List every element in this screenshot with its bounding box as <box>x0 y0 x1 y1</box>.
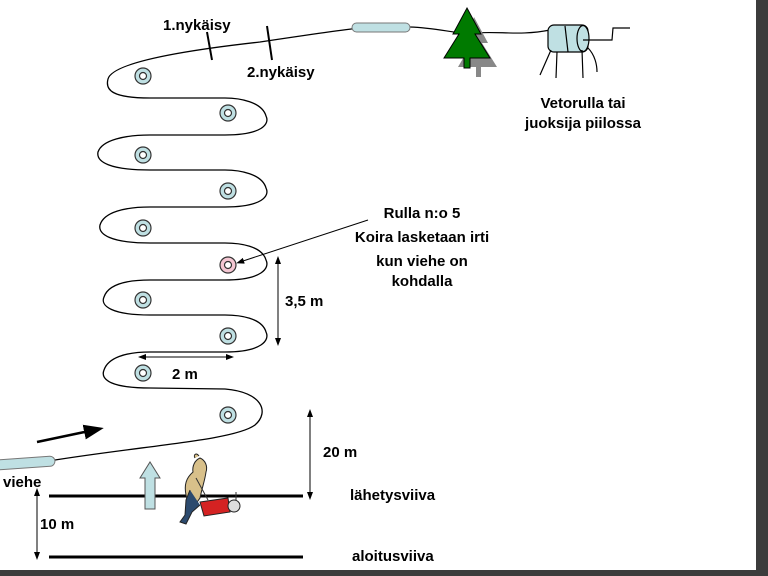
pulley-note-line3: kun viehe on <box>376 253 468 270</box>
dog-and-handler-icon <box>179 453 241 525</box>
start-distance-label: 10 m <box>40 516 75 533</box>
pulley-icon <box>134 219 152 237</box>
pulley-icon <box>134 67 152 85</box>
first-jerk-mark <box>206 31 213 61</box>
pulleys <box>134 67 237 424</box>
pulley-icon <box>134 291 152 309</box>
start-line-label: aloitusviiva <box>352 548 434 565</box>
reel-note-line1: Vetorulla tai <box>540 95 626 112</box>
pulley-note-line2: Koira lasketaan irti <box>354 229 490 246</box>
reel-icon <box>539 24 630 79</box>
lure-line <box>54 27 361 461</box>
second-jerk-mark <box>266 25 273 61</box>
tree-icon <box>443 6 497 77</box>
lure-label: viehe <box>3 474 42 491</box>
pulley-icon <box>134 364 152 382</box>
lure-icon <box>351 22 411 33</box>
pulley-icon <box>219 104 237 122</box>
pulley-icon <box>219 327 237 345</box>
pulley-note-line1: Rulla n:o 5 <box>383 205 461 222</box>
vertical-spacing-label: 3,5 m <box>285 293 324 310</box>
window-edge-bottom <box>0 570 768 576</box>
direction-arrow <box>36 424 104 444</box>
highlighted-pulley-icon <box>219 256 237 274</box>
pulley-icon <box>134 146 152 164</box>
release-line-label: lähetysviiva <box>350 487 436 504</box>
pulley-pointer <box>236 219 369 264</box>
pulley-icon <box>219 182 237 200</box>
pulley-note-line4: kohdalla <box>391 273 453 290</box>
window-edge-right <box>756 0 768 576</box>
up-arrow-icon <box>139 461 161 510</box>
second-jerk-label: 2.nykäisy <box>247 64 315 81</box>
first-jerk-label: 1.nykäisy <box>163 17 231 34</box>
horizontal-spacing-label: 2 m <box>172 366 198 383</box>
pulley-icon <box>219 406 237 424</box>
lure-icon <box>0 455 56 471</box>
distance-label: 20 m <box>323 444 358 461</box>
reel-note-line2: juoksija piilossa <box>525 115 641 132</box>
